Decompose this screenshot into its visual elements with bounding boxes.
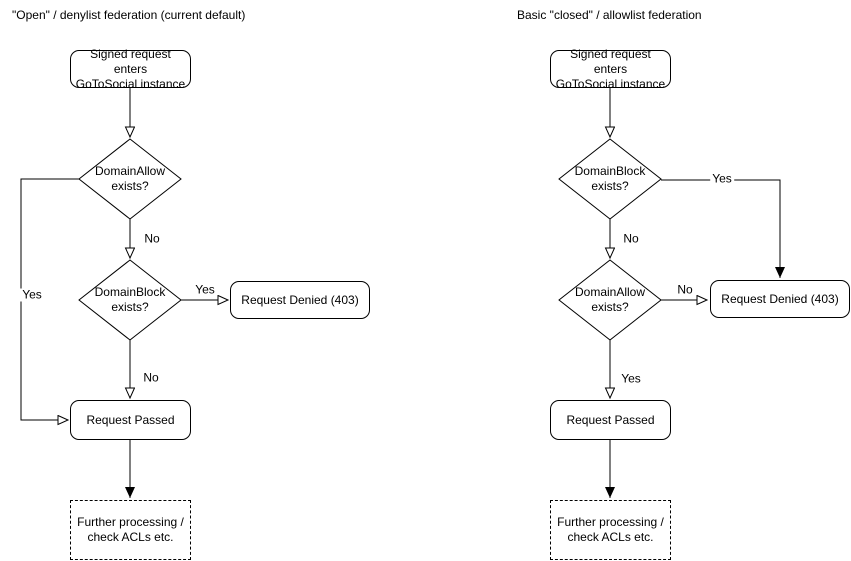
right-label-allow-yes: Yes (619, 371, 643, 386)
right-start-node: Signed request enters GoToSocial instanc… (550, 47, 671, 91)
left-chart-title: "Open" / denylist federation (current de… (12, 8, 246, 22)
right-edge-domainblock-yes-to-denied (661, 179, 785, 278)
left-domainblock-diamond (78, 259, 182, 341)
left-label-block-no: No (141, 370, 161, 385)
right-label-block-yes: Yes (710, 171, 734, 186)
left-start-node: Signed request enters GoToSocial instanc… (70, 47, 191, 91)
right-label-allow-no: No (675, 282, 695, 297)
left-label-allow-no: No (142, 231, 162, 246)
right-chart-title: Basic "closed" / allowlist federation (517, 8, 702, 22)
left-label-block-yes: Yes (193, 282, 217, 297)
right-domainblock-diamond (558, 138, 662, 220)
left-request-passed-node: Request Passed (70, 400, 191, 440)
left-further-processing-node: Further processing / check ACLs etc. (70, 500, 191, 560)
right-label-block-no: No (621, 231, 641, 246)
right-request-passed-node: Request Passed (550, 400, 671, 440)
right-domainallow-diamond (558, 259, 662, 341)
right-request-denied-node: Request Denied (403) (710, 280, 850, 318)
left-request-denied-node: Request Denied (403) (230, 281, 370, 319)
left-label-allow-yes: Yes (20, 287, 44, 302)
left-domainallow-diamond (78, 138, 182, 220)
right-further-processing-node: Further processing / check ACLs etc. (550, 500, 671, 560)
